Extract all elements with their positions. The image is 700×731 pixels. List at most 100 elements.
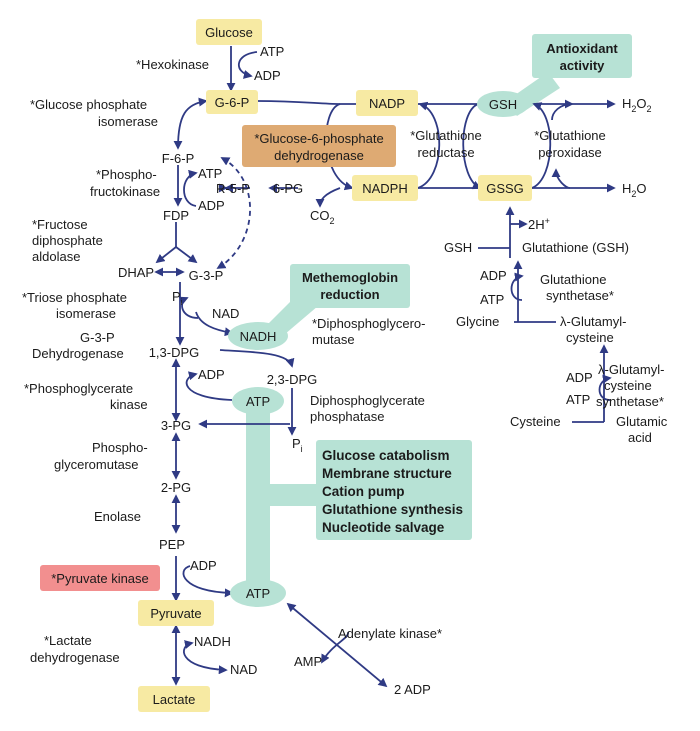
pgk-label-1: *Phosphoglycerate	[24, 381, 133, 396]
g6pd-label-1: *Glucose-6-phosphate	[254, 131, 383, 146]
gcs-atp: ATP	[566, 392, 590, 407]
aldolase-label-2: diphosphate	[32, 233, 103, 248]
bpg23-label: 2,3-DPG	[267, 372, 318, 387]
atp-role-0: Glucose catabolism	[322, 448, 450, 463]
gs-atp: ATP	[480, 292, 504, 307]
glucose-label: Glucose	[205, 25, 253, 40]
gs-label-1: Glutathione	[540, 272, 607, 287]
pfk-atp: ATP	[198, 166, 222, 181]
tpi-label-1: *Triose phosphate	[22, 290, 127, 305]
gssg-box	[478, 175, 532, 201]
fdp-label: FDP	[163, 208, 189, 223]
pyruvate-kinase-label: *Pyruvate kinase	[51, 571, 149, 586]
pyruvate-box	[138, 600, 214, 626]
gr-label-1: *Glutathione	[410, 128, 482, 143]
dpgp-label-2: phosphatase	[310, 409, 384, 424]
pi-label-2: Pi	[292, 436, 303, 454]
pgm-label-2: glyceromutase	[54, 457, 139, 472]
atp-oval-upper-label: ATP	[246, 394, 270, 409]
atp-role-2: Cation pump	[322, 484, 405, 499]
bpg13-label: 1,3-DPG	[149, 345, 200, 360]
pi-label: Pi	[172, 289, 183, 307]
glucose-box	[196, 19, 262, 45]
lactate-box	[138, 686, 210, 712]
atp-band-horizontal	[258, 484, 318, 506]
dpgm-label-2: mutase	[312, 332, 355, 347]
gsh-label: GSH	[489, 97, 517, 112]
gcs-label-3: synthetase*	[596, 394, 664, 409]
nadph-label: NADPH	[362, 181, 408, 196]
pyruvate-label: Pyruvate	[150, 606, 201, 621]
atp-oval-lower	[230, 579, 286, 607]
g6pd-label-2: dehydrogenase	[274, 148, 364, 163]
ldh-nadh: NADH	[194, 634, 231, 649]
dpgp-label-1: Diphosphoglycerate	[310, 393, 425, 408]
gcs-label-1: λ-Glutamyl-	[598, 362, 664, 377]
gs-adp: ADP	[480, 268, 507, 283]
labels: Glucose G-6-P NADP NADPH GSSG GSH NADH A…	[22, 25, 668, 707]
dhap-label: DHAP	[118, 265, 154, 280]
nadp-label: NADP	[369, 96, 405, 111]
pgm-label-1: Phospho-	[92, 440, 148, 455]
pfk-label-2: fructokinase	[90, 184, 160, 199]
gssg-label: GSSG	[486, 181, 524, 196]
atp-oval-lower-label: ATP	[246, 586, 270, 601]
nadph-box	[352, 175, 418, 201]
f6p-label: F-6-P	[162, 151, 195, 166]
dpgm-label-1: *Diphosphoglycero-	[312, 316, 425, 331]
ldh-label-2: dehydrogenase	[30, 650, 120, 665]
h2o2-label: H2O2	[622, 96, 652, 114]
lactate-label: Lactate	[153, 692, 196, 707]
atp-role-3: Glutathione synthesis	[322, 502, 463, 517]
glutamic-label-2: acid	[628, 430, 652, 445]
g6p-label: G-6-P	[215, 95, 250, 110]
pgk-adp: ADP	[198, 367, 225, 382]
gpi-label-2: isomerase	[98, 114, 158, 129]
pep-label: PEP	[159, 537, 185, 552]
g3pd-label-2: Dehydrogenase	[32, 346, 124, 361]
cysteine-label: Cysteine	[510, 414, 561, 429]
glycine-label: Glycine	[456, 314, 499, 329]
g3pd-label-1: G-3-P	[80, 330, 115, 345]
antioxidant-label-2: activity	[560, 58, 606, 73]
g3p-label: G-3-P	[189, 268, 224, 283]
atp-role-1: Membrane structure	[322, 466, 452, 481]
g6pd-box	[242, 125, 396, 167]
aldolase-label-1: *Fructose	[32, 217, 88, 232]
pyruvate-kinase-box	[40, 565, 160, 591]
gcs-adp: ADP	[566, 370, 593, 385]
h2o-label: H2O	[622, 181, 647, 199]
pg3-label: 3-PG	[161, 418, 191, 433]
antioxidant-label-1: Antioxidant	[546, 41, 618, 56]
methemoglobin-label-1: Methemoglobin	[302, 270, 398, 285]
g6p-box	[206, 90, 258, 114]
glutamyl-cys-1: λ-Glutamyl-	[560, 314, 626, 329]
pfk-adp: ADP	[198, 198, 225, 213]
atp-role-4: Nucleotide salvage	[322, 520, 445, 535]
hexokinase-label: *Hexokinase	[136, 57, 209, 72]
gpi-label-1: *Glucose phosphate	[30, 97, 147, 112]
nadh-oval	[228, 322, 288, 350]
gsh-left-label: GSH	[444, 240, 472, 255]
enolase-label: Enolase	[94, 509, 141, 524]
amp-label: AMP	[294, 654, 322, 669]
adenylate-kinase-label: Adenylate kinase*	[338, 626, 442, 641]
pg6-label: 6-PG	[273, 181, 303, 196]
nadp-box	[356, 90, 418, 116]
methemoglobin-label-2: reduction	[320, 287, 379, 302]
two-adp-label: 2 ADP	[394, 682, 431, 697]
tpi-label-2: isomerase	[56, 306, 116, 321]
gr-label-2: reductase	[417, 145, 474, 160]
pathway-arrows	[154, 46, 616, 688]
antioxidant-box	[532, 34, 632, 78]
co2-label: CO2	[310, 208, 335, 226]
atp-oval-upper	[232, 387, 284, 415]
glutathione-label: Glutathione (GSH)	[522, 240, 629, 255]
hk-adp: ADP	[254, 68, 281, 83]
pg2-label: 2-PG	[161, 480, 191, 495]
gpx-label-2: peroxidase	[538, 145, 602, 160]
boxes	[40, 19, 632, 712]
r5p-label: R-5-P	[216, 181, 250, 196]
hk-atp: ATP	[260, 44, 284, 59]
